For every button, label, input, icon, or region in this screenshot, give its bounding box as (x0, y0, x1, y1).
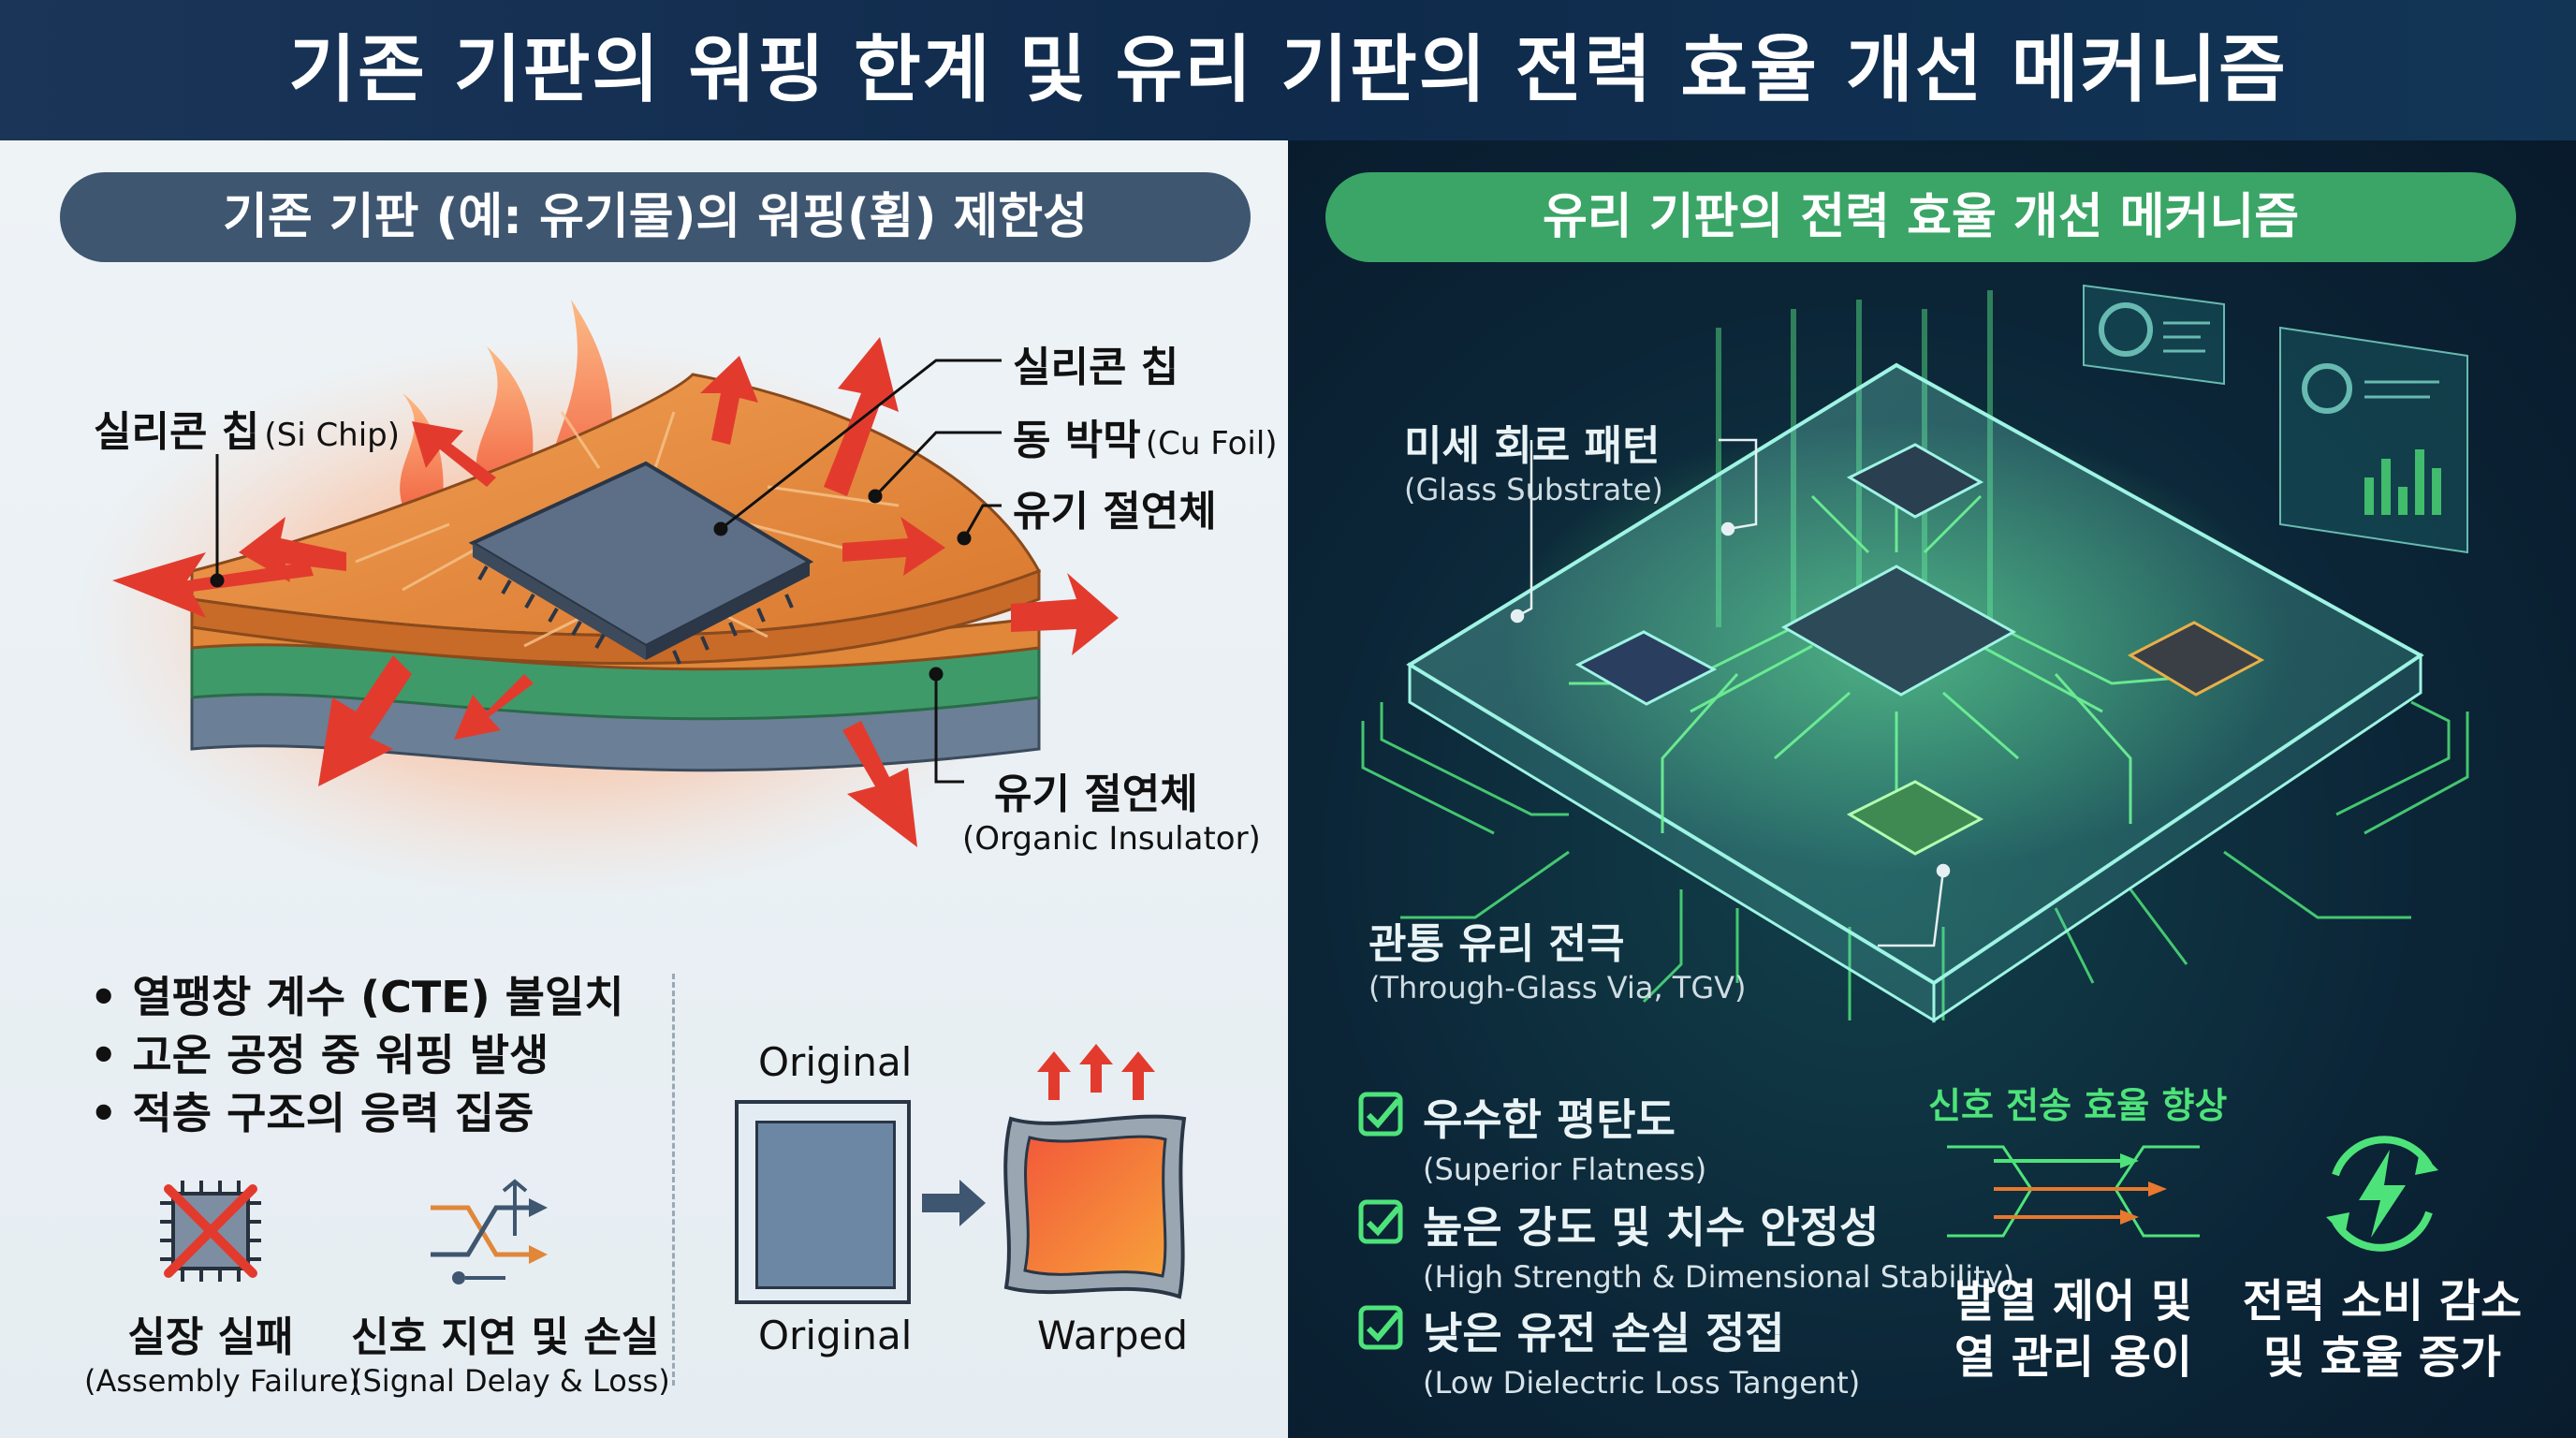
stress-arrow (842, 517, 945, 576)
benefit-flatness: 우수한 평탄도 (Superior Flatness) (1423, 1094, 1707, 1187)
bottom-chip (1846, 780, 1984, 856)
warped-substrate-illustration (75, 300, 1119, 899)
dashboard-panel (2279, 326, 2468, 554)
stress-arrow (412, 421, 496, 487)
stress-arrow (1011, 573, 1119, 655)
warped-substrate (1003, 1044, 1187, 1299)
check-icon (1358, 1199, 1403, 1244)
benefit-strength: 높은 강도 및 치수 안정성 (High Strength & Dimensio… (1423, 1202, 2015, 1295)
power-reduction-caption: 전력 소비 감소 및 효율 증가 (2242, 1275, 2523, 1384)
dashboard-panel (2083, 284, 2225, 386)
warping-causes-list: 열팽창 계수 (CTE) 불일치 고온 공정 중 워핑 발생 적층 구조의 응력… (90, 968, 624, 1142)
transform-arrow-icon (922, 1180, 986, 1226)
original-top-label: Original (758, 1039, 913, 1085)
bullet-item: 적층 구조의 응력 집중 (90, 1084, 624, 1142)
stress-arrow (700, 356, 758, 445)
stress-arrow (824, 337, 899, 496)
stress-arrow (842, 721, 917, 847)
stress-arrow (239, 517, 346, 582)
assembly-failure-caption: 실장 실패 (Assembly Failure) (84, 1313, 360, 1399)
label-cu-foil: 동 박막 (Cu Foil) (1013, 417, 1278, 464)
label-organic-insulator-en: (Organic Insulator) (962, 820, 1261, 858)
label-organic-insulator: 유기 절연체 (994, 770, 1198, 818)
original-core (755, 1121, 896, 1289)
label-micro-circuit: 미세 회로 패턴 (Glass Substrate) (1404, 422, 1663, 507)
right-section-header: 유리 기판의 전력 효율 개선 메커니즘 (1325, 172, 2516, 262)
label-organic-insulator-top: 유기 절연체 (1013, 488, 1217, 536)
organic-insulator-edge (190, 568, 1041, 666)
top-chip (1846, 443, 1984, 519)
bullet-item: 고온 공정 중 워핑 발생 (90, 1026, 624, 1084)
original-substrate (735, 1100, 911, 1304)
power-efficiency-icon (2326, 1136, 2438, 1252)
signal-delay-caption: 신호 지연 및 손실 (Signal Delay & Loss) (351, 1313, 670, 1399)
signal-transmission-icon (1947, 1145, 2200, 1238)
signal-delay-icon (431, 1179, 548, 1284)
right-chip (2127, 621, 2265, 697)
check-icon (1358, 1092, 1403, 1137)
stress-arrow (454, 674, 534, 740)
benefit-dielectric: 낮은 유전 손실 정접 (Low Dielectric Loss Tangent… (1423, 1308, 1861, 1401)
glass-substrate-illustration (1361, 284, 2469, 1023)
bullet-item: 열팽창 계수 (CTE) 불일치 (90, 968, 623, 1026)
heat-management-caption: 발열 제어 및 열 관리 용이 (1954, 1275, 2193, 1384)
heat-flame (400, 393, 444, 524)
check-icon (1358, 1305, 1403, 1350)
warped-label: Warped (1037, 1313, 1189, 1358)
divider (672, 974, 675, 1386)
label-silicon-chip: 실리콘 칩 (1013, 344, 1179, 391)
left-chip (1574, 630, 1718, 706)
signal-efficiency-title: 신호 전송 효율 향상 (1928, 1085, 2228, 1126)
label-tgv: 관통 유리 전극 (Through-Glass Via, TGV) (1368, 920, 1747, 1005)
center-chip (1780, 565, 2017, 697)
assembly-failure-icon (160, 1181, 261, 1282)
label-si-chip: 실리콘 칩 (Si Chip) (94, 408, 401, 456)
original-bottom-label: Original (758, 1313, 913, 1358)
page-title: 기존 기판의 워핑 한계 및 유리 기판의 전력 효율 개선 메커니즘 (0, 0, 2576, 140)
stress-arrow (318, 655, 412, 786)
left-section-header: 기존 기판 (예: 유기물)의 워핑(휨) 제한성 (60, 172, 1251, 262)
